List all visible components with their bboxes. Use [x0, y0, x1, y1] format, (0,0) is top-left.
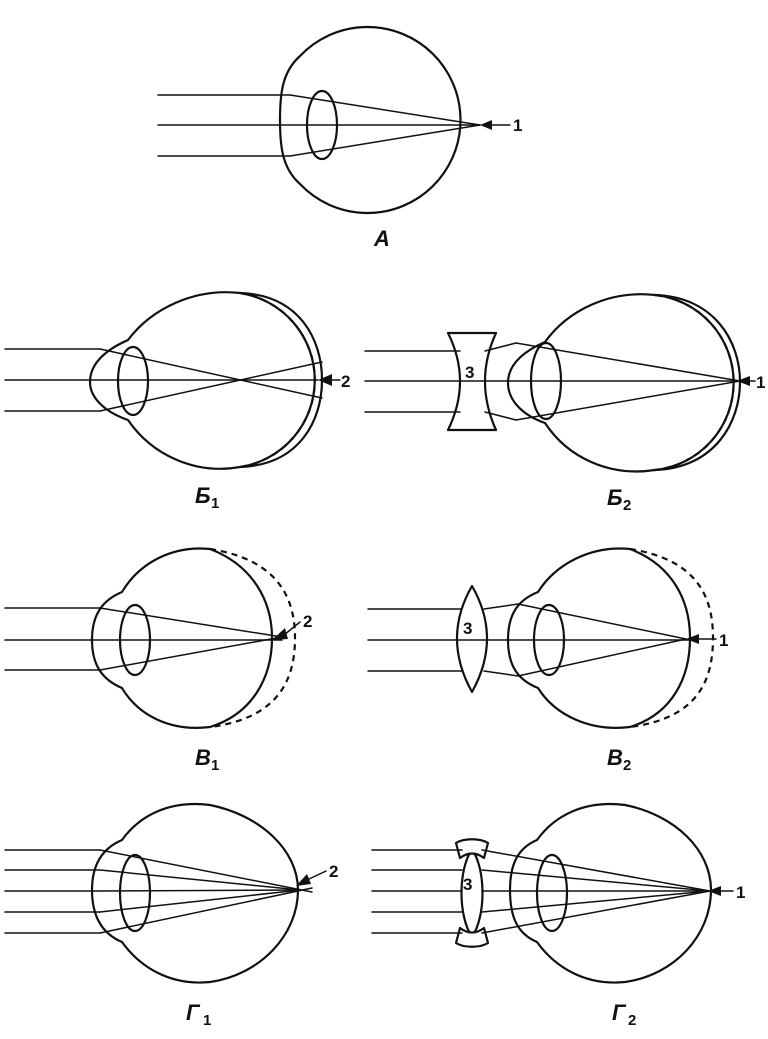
panel-g2: 3 1 Г 2	[371, 803, 745, 1029]
refracted-ray	[289, 94, 481, 126]
refracted-ray	[515, 342, 741, 382]
cylindrical-lens-bottom-cap	[454, 926, 490, 948]
correction-lens-label: 3	[463, 875, 472, 894]
normal-retina-dashed	[209, 547, 297, 729]
focus-marker-label: 1	[513, 116, 522, 135]
refracted-ray	[99, 607, 283, 638]
pointer-line	[306, 870, 327, 881]
convex-correction-lens	[456, 584, 488, 694]
arrow-icon	[480, 120, 492, 130]
panel-caption: В	[607, 745, 623, 770]
eyeball-outline	[508, 803, 713, 984]
diverged-ray	[484, 342, 517, 352]
panel-a: 1 А	[157, 25, 522, 251]
focus-marker-label: 1	[719, 631, 728, 650]
refracted-ray	[99, 869, 301, 891]
refracted-ray	[99, 849, 313, 893]
refracted-ray	[99, 887, 313, 934]
cylindrical-lens-top-cap	[454, 838, 490, 860]
pointer-line	[283, 621, 301, 636]
refracted-ray	[289, 124, 481, 157]
panel-caption-subscript: 1	[211, 757, 219, 774]
panel-b2: 3 1 Б 2	[364, 293, 765, 514]
panel-caption: Б	[195, 483, 211, 508]
refracted-ray	[481, 869, 711, 892]
normal-retina-dashed	[629, 547, 715, 729]
arrow-icon	[272, 628, 288, 640]
diverged-ray	[484, 411, 517, 421]
refracted-ray	[517, 603, 687, 640]
arrow-icon	[737, 376, 750, 386]
refracted-ray	[99, 889, 301, 913]
refracted-ray	[481, 849, 711, 892]
normal-retina-dashed	[654, 293, 735, 472]
focus-marker-label: 2	[341, 372, 350, 391]
focus-marker-label: 1	[756, 373, 765, 392]
refracted-ray	[99, 636, 283, 671]
panel-caption: Б	[607, 485, 623, 510]
refracted-ray	[515, 380, 741, 421]
panel-caption: Г	[186, 1000, 201, 1025]
panel-caption-subscript: 1	[211, 495, 219, 512]
refracted-ray	[99, 348, 323, 399]
refracted-ray	[481, 890, 711, 934]
panel-caption: А	[373, 226, 390, 251]
panel-g1: 2 Г 1	[4, 803, 338, 1029]
arrow-icon	[708, 886, 721, 896]
panel-caption-subscript: 2	[623, 757, 631, 774]
focus-marker-label: 1	[736, 883, 745, 902]
panel-caption-subscript: 1	[203, 1012, 211, 1029]
eye-lens	[116, 345, 150, 417]
eyeball-normal-outline	[88, 291, 316, 470]
correction-lens-label: 3	[465, 363, 474, 382]
eyeball-outline	[506, 547, 692, 729]
panel-caption-subscript: 2	[628, 1012, 636, 1029]
eyeball-outline	[90, 803, 300, 984]
focus-marker-label: 2	[329, 862, 338, 881]
panel-caption-subscript: 2	[623, 497, 631, 514]
panel-v2: 3 1 В 2	[367, 547, 728, 774]
correction-lens-label: 3	[463, 619, 472, 638]
eye-lens	[118, 853, 152, 933]
panel-v1: 2 В 1	[4, 547, 312, 774]
refracted-ray	[99, 889, 297, 892]
arrow-icon	[686, 634, 699, 644]
converged-ray	[483, 670, 519, 677]
converged-ray	[483, 603, 519, 610]
refracted-ray	[99, 361, 323, 412]
focus-marker-label: 2	[303, 612, 312, 631]
panel-caption: В	[195, 745, 211, 770]
panel-b1: 2 Б 1	[4, 291, 350, 512]
refracted-ray	[517, 638, 687, 677]
arrow-icon	[318, 374, 332, 386]
eye-lens	[535, 853, 569, 933]
refracted-ray	[481, 890, 711, 913]
panel-caption: Г	[612, 1000, 627, 1025]
eyeball-normal-outline	[506, 293, 735, 473]
arrow-icon	[296, 874, 311, 886]
eyeball	[278, 25, 462, 215]
